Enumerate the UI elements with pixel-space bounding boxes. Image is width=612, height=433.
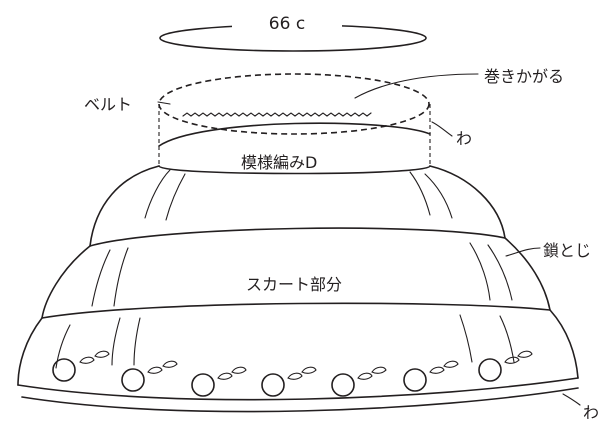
slip-stitch-leader — [505, 247, 541, 257]
motif-circle — [478, 358, 502, 382]
motif-leaf — [429, 366, 445, 374]
motif-leaf — [147, 366, 163, 374]
whip-stitch-label: 巻きかがる — [484, 67, 564, 86]
motif-leaf — [443, 360, 459, 368]
motif-leaf — [357, 372, 373, 380]
whip-stitch-line — [182, 112, 372, 117]
waist-measure-ellipse — [159, 8, 427, 52]
motif-circle — [261, 373, 285, 397]
motif-circle — [191, 373, 215, 397]
ring-bottom-label: わ — [583, 403, 599, 422]
lower-tier — [17, 309, 579, 413]
whip-stitch-leader — [354, 73, 479, 99]
motif-leaf — [287, 372, 303, 380]
belt-label: ベルト — [84, 95, 132, 114]
motif-circle — [331, 373, 355, 397]
belt-band — [158, 73, 431, 166]
motif-leaf — [94, 350, 110, 358]
upper-tier — [89, 165, 506, 247]
motif-circle — [121, 368, 145, 392]
skirt-label: スカート部分 — [246, 275, 342, 294]
motif-leaf — [217, 372, 233, 380]
middle-tier — [41, 237, 551, 319]
motif-leaf — [231, 366, 247, 374]
slip-stitch-label: 鎖とじ — [543, 241, 591, 260]
motif-leaf — [371, 366, 387, 374]
motif-leaf — [301, 366, 317, 374]
motif-circle — [52, 358, 76, 382]
ring-top-leader — [431, 121, 453, 137]
motif-leaf — [79, 356, 95, 364]
pattern-label: 模様編みD — [241, 153, 317, 172]
measurement-label: 66 c — [269, 14, 305, 34]
motif-leaf — [504, 356, 520, 364]
ring-top-label: わ — [456, 129, 472, 148]
ring-bottom-leader — [562, 393, 581, 406]
motif-leaf — [517, 350, 533, 358]
motif-row — [52, 350, 533, 397]
motif-leaf — [162, 360, 178, 368]
belt-leader — [157, 101, 171, 105]
motif-circle — [403, 368, 427, 392]
